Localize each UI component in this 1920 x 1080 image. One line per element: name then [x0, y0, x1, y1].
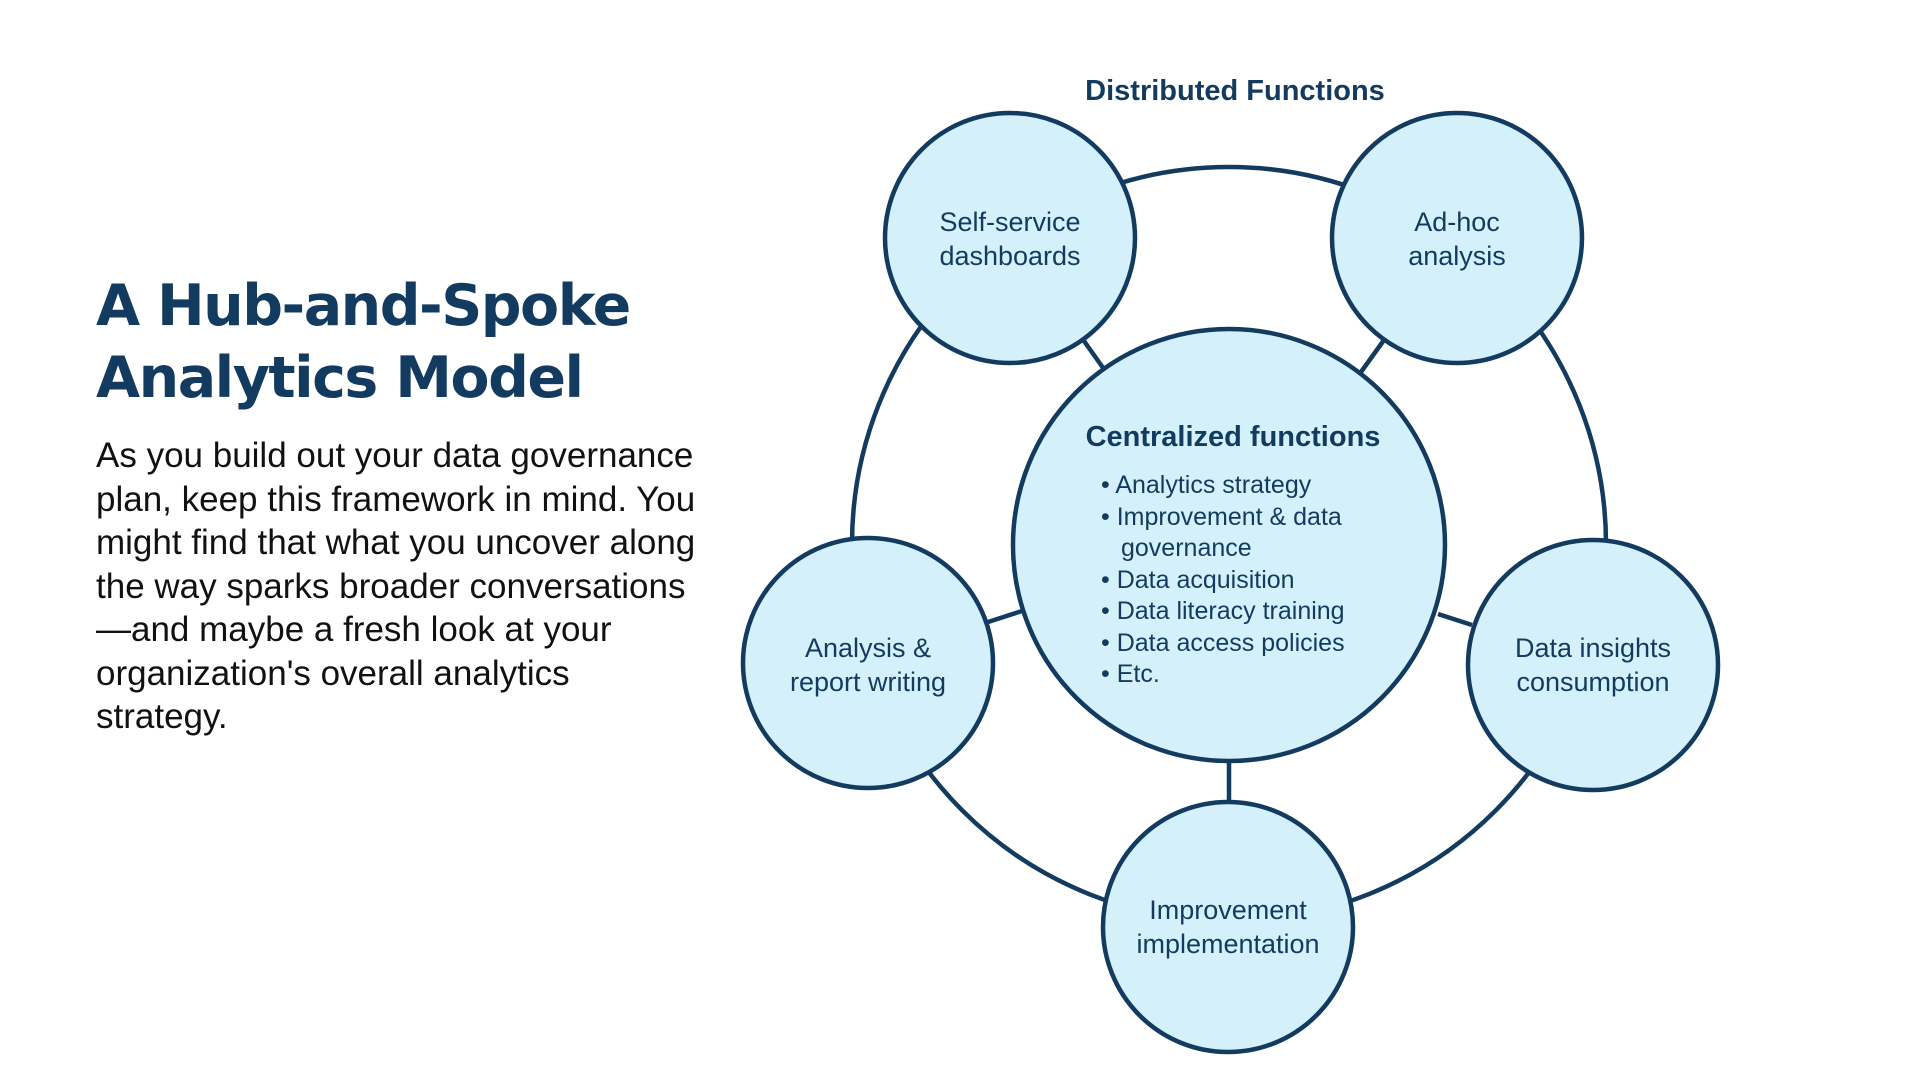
page-title-line: Analytics Model — [96, 345, 584, 411]
hub-item: • Improvement & data — [1101, 503, 1342, 531]
spoke-label: implementation — [1136, 929, 1319, 959]
hub-item: • Data acquisition — [1101, 566, 1295, 594]
intro-paragraph: As you build out your data governance pl… — [96, 436, 696, 736]
spoke-connector — [1359, 338, 1386, 374]
spoke-label: consumption — [1516, 667, 1669, 697]
spoke-connector — [1082, 339, 1108, 374]
hub-title: Centralized functions — [1086, 421, 1381, 453]
hub-item: • Data literacy training — [1101, 597, 1345, 625]
spoke-analysis-report-writing: Analysis & report writing — [740, 535, 996, 791]
hub-node: Centralized functions • Analytics strate… — [1010, 326, 1448, 764]
page-title-line: A Hub-and-Spoke — [96, 273, 631, 339]
spoke-connector — [987, 608, 1023, 625]
spoke-label: Improvement — [1149, 895, 1307, 925]
spoke-label: dashboards — [939, 241, 1080, 271]
spoke-circle — [740, 535, 996, 791]
spoke-circle — [1329, 110, 1585, 366]
hub-item: • Etc. — [1101, 660, 1160, 688]
spoke-connectors — [987, 338, 1473, 804]
spoke-label: Data insights — [1515, 633, 1671, 663]
spoke-circle — [1465, 537, 1721, 793]
spoke-connector — [1437, 611, 1473, 628]
page-title: A Hub-and-Spoke Analytics Model — [96, 270, 696, 414]
spoke-circle — [1100, 799, 1356, 1055]
spoke-label: report writing — [790, 667, 946, 697]
spoke-circle — [882, 110, 1138, 366]
spoke-label: Self-service — [939, 207, 1080, 237]
spoke-label: analysis — [1408, 241, 1506, 271]
spoke-self-service-dashboards: Self-service dashboards — [882, 110, 1138, 366]
hub-item: • Data access policies — [1101, 629, 1345, 657]
hub-circle — [1010, 326, 1448, 764]
hub-item: • Analytics strategy — [1101, 471, 1312, 499]
intro-panel: A Hub-and-Spoke Analytics Model As you b… — [96, 270, 696, 739]
spoke-label: Ad-hoc — [1414, 207, 1500, 237]
spoke-improvement-implementation: Improvement implementation — [1100, 799, 1356, 1055]
spoke-data-insights-consumption: Data insights consumption — [1465, 537, 1721, 793]
spoke-ad-hoc-analysis: Ad-hoc analysis — [1329, 110, 1585, 366]
distributed-functions-label: Distributed Functions — [1085, 75, 1385, 107]
hub-item: governance — [1121, 534, 1252, 562]
spoke-label: Analysis & — [805, 633, 931, 663]
